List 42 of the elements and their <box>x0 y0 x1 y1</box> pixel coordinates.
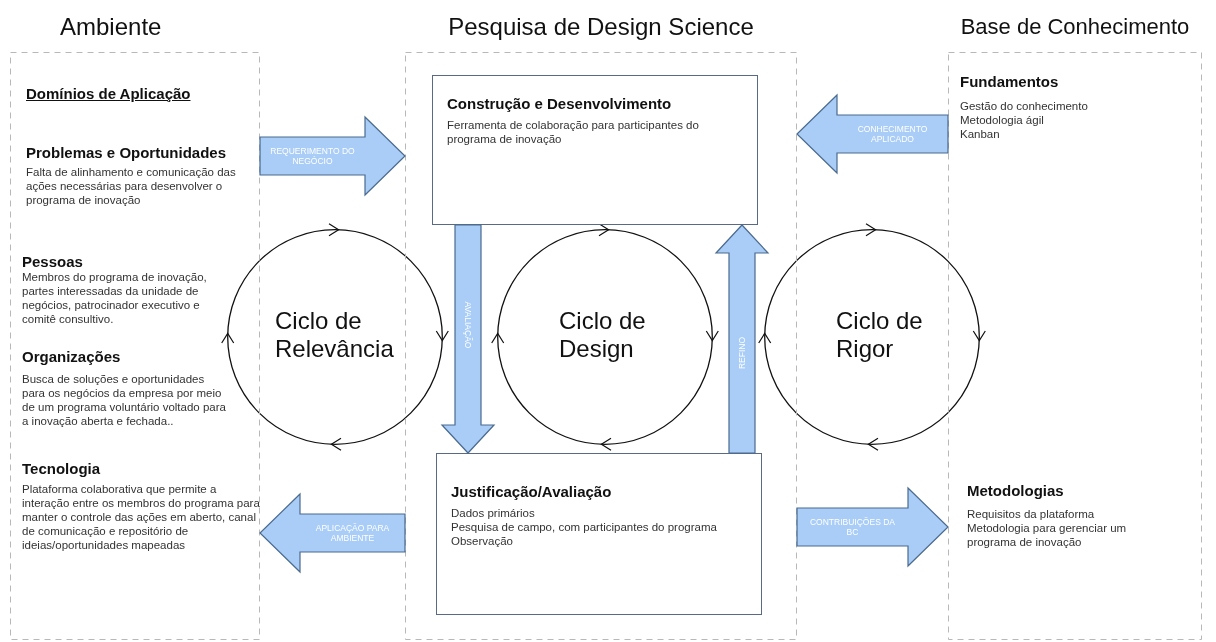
box-heading: Construção e Desenvolvimento <box>447 94 673 114</box>
cycle-label: Ciclo de Relevância <box>275 307 395 363</box>
edge-label: CONHECIMENTO APLICADO <box>856 124 929 144</box>
body-text: Plataforma colaborativa que permite a interação entre os membros do programa para manter o controle das ações em aberto, canal de comunicação e repositório de ideias/oportunidades mapeadas <box>22 482 260 552</box>
body-text: Requisitos da plataforma <box>967 507 1096 521</box>
body-text: Gestão do conhecimento <box>960 99 1089 113</box>
section-heading: Problemas e Oportunidades <box>26 143 227 163</box>
body-text: Falta de alinhamento e comunicação das ações necessárias para desenvolver o programa de inovação <box>26 165 237 207</box>
edge-label: APLICAÇÃO PARA AMBIENTE <box>314 523 391 543</box>
edge-label: REQUERIMENTO DO NEGÓCIO <box>269 146 356 166</box>
column-heading: Pesquisa de Design Science <box>447 12 755 42</box>
block-arrow <box>440 224 496 454</box>
block-arrow <box>259 115 406 197</box>
block-arrow <box>714 224 770 454</box>
body-text: Dados primários <box>451 506 536 520</box>
edge-label: CONTRIBUIÇÕES DA BC <box>809 517 896 537</box>
section-heading: Tecnologia <box>22 459 101 479</box>
body-text: Membros do programa de inovação, partes interessadas da unidade de negócios, patrocinador executivo e comitê consultivo. <box>22 270 208 326</box>
body-text: Metodologia para gerenciar um programa de inovação <box>967 521 1128 549</box>
section-heading: Domínios de Aplicação <box>26 84 191 104</box>
box-heading: Justificação/Avaliação <box>451 482 613 502</box>
body-text: Observação <box>451 534 514 548</box>
body-text: Metodologia ágil <box>960 113 1045 127</box>
block-arrow <box>259 492 406 574</box>
body-text: Kanban <box>960 127 1001 141</box>
section-heading: Pessoas <box>22 252 83 272</box>
body-text: Ferramenta de colaboração para participantes do programa de inovação <box>447 118 700 146</box>
body-text: Pesquisa de campo, com participantes do programa <box>451 520 718 534</box>
cycle-label: Ciclo de Design <box>559 307 647 363</box>
block-arrow <box>796 93 949 175</box>
process-box <box>436 453 762 615</box>
section-heading: Metodologias <box>967 481 1064 501</box>
cycle-label: Ciclo de Rigor <box>836 307 924 363</box>
edge-label: AVALIAÇÃO <box>463 301 473 349</box>
block-arrow <box>796 486 949 568</box>
body-text: Busca de soluções e oportunidades para os negócios da empresa por meio de um programa voluntário voltado para a inovação aberta e fechada.. <box>22 372 227 428</box>
section-heading: Organizações <box>22 347 121 367</box>
edge-label: REFINO <box>737 336 747 370</box>
section-heading: Fundamentos <box>960 72 1059 92</box>
process-box <box>432 75 758 225</box>
column-heading: Ambiente <box>60 12 162 42</box>
column-heading: Base de Conhecimento <box>959 13 1191 41</box>
